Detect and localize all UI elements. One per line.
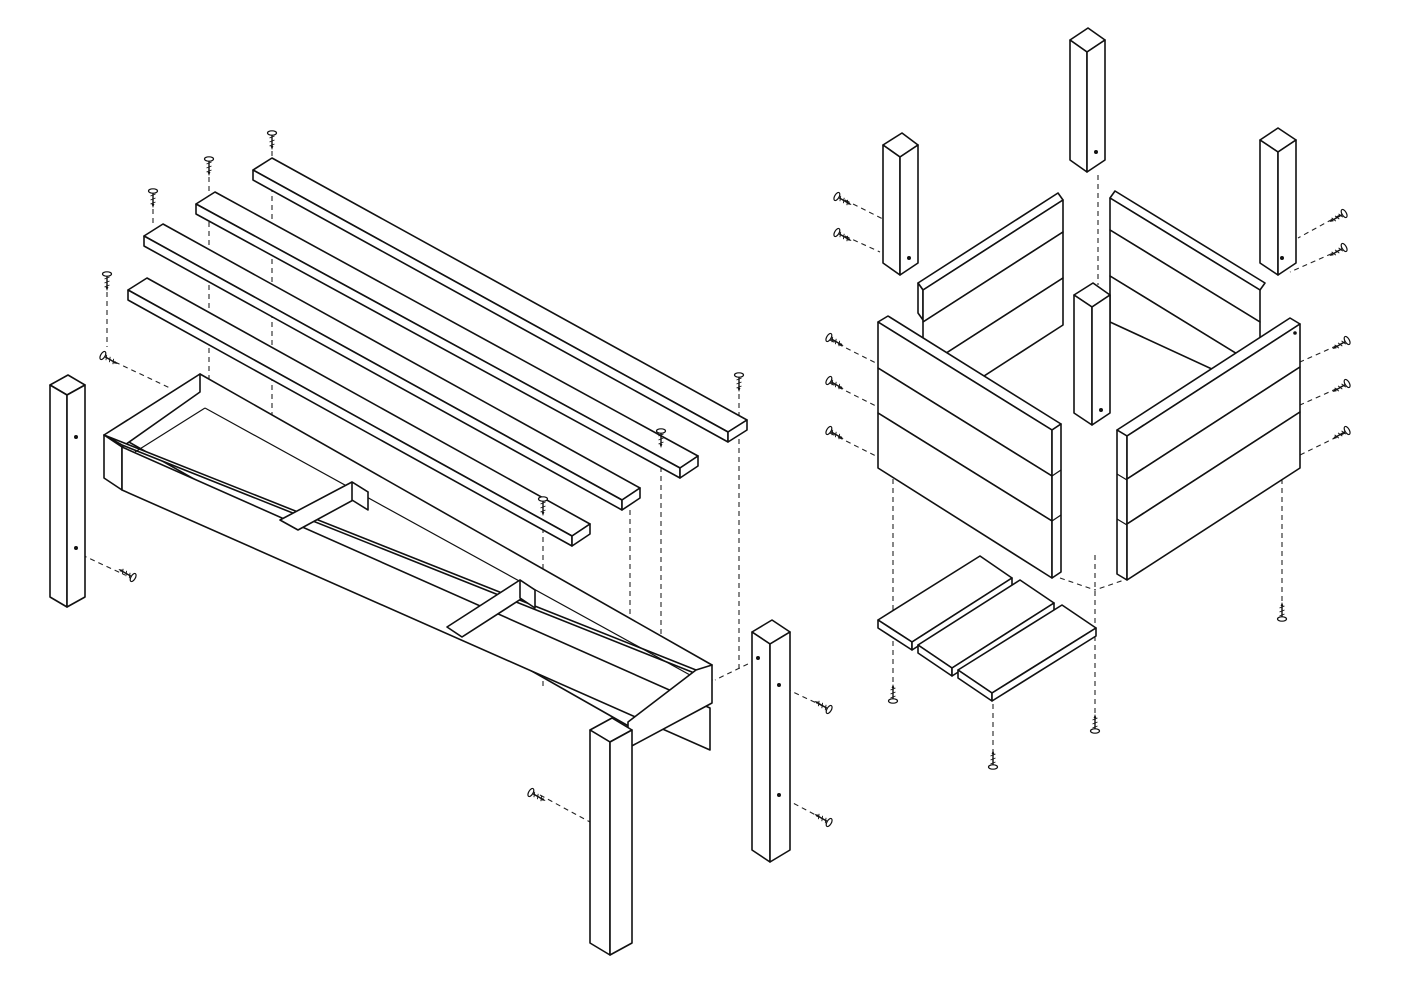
side-panel-front-right xyxy=(1116,317,1301,581)
planter-assembly xyxy=(824,27,1352,770)
seat-slats xyxy=(127,157,748,547)
bench-frame xyxy=(103,373,713,751)
side-panel-back-right xyxy=(1109,190,1266,383)
side-panel-front-left xyxy=(877,315,1062,579)
bottom-board-3 xyxy=(957,604,1097,702)
corner-post-right xyxy=(1259,127,1297,276)
bench-leg-front xyxy=(589,717,633,956)
seat-slat-1 xyxy=(252,157,748,443)
seat-slat-4 xyxy=(127,277,591,547)
cross-brace-1-face xyxy=(351,481,369,511)
corner-post-left xyxy=(882,132,919,276)
frame-right-end xyxy=(627,664,713,749)
seat-slat-3 xyxy=(143,223,641,511)
side-panel-back-left xyxy=(917,192,1064,399)
corner-post-back xyxy=(1069,27,1106,173)
bench-leg-left xyxy=(49,374,86,608)
cross-brace-2-face xyxy=(519,579,536,609)
frame-front-rail-top xyxy=(103,434,713,681)
corner-post-front xyxy=(1073,282,1111,426)
bottom-boards xyxy=(877,555,1097,702)
planter-guide-lines xyxy=(829,175,1346,762)
frame-front-rail-side xyxy=(121,446,711,751)
bench-leg-right xyxy=(751,619,791,863)
seat-slat-2 xyxy=(195,191,699,479)
bench-assembly xyxy=(49,130,834,956)
